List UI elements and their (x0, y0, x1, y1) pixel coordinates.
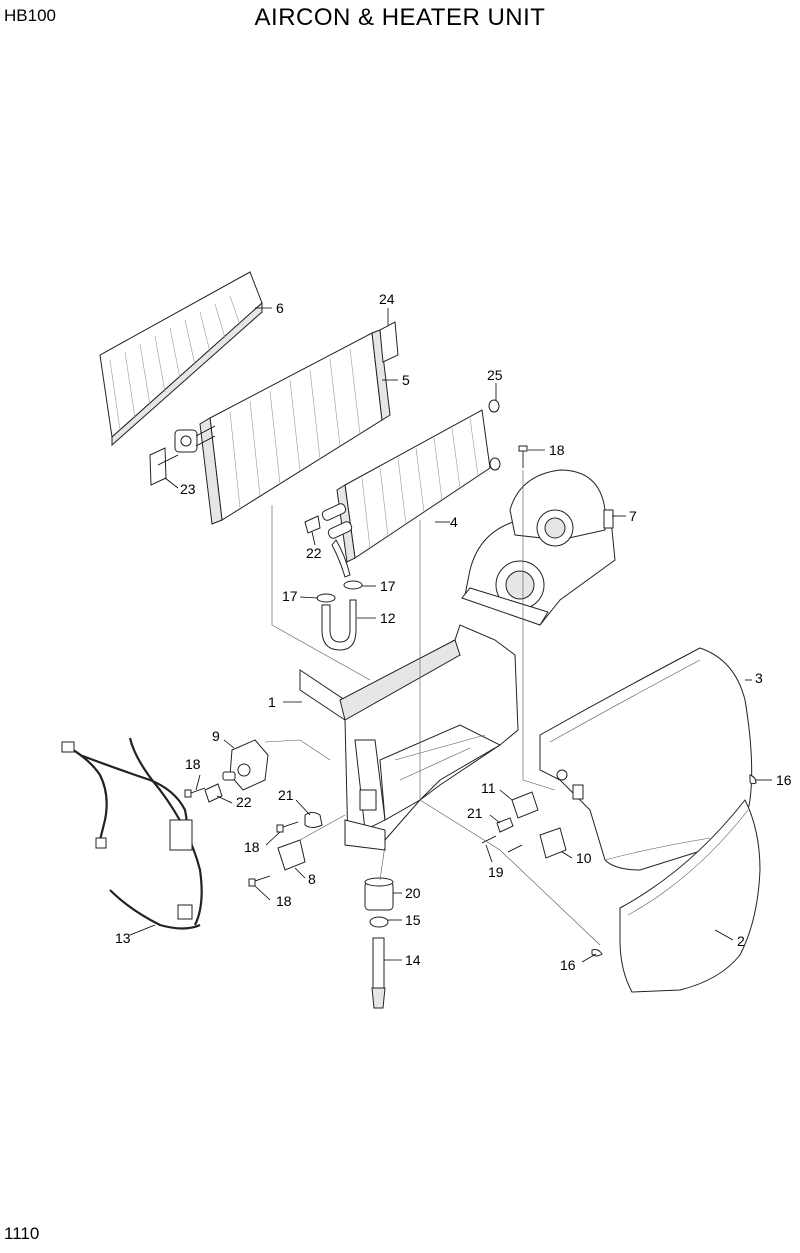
part-hose-clamp (343, 580, 363, 590)
part-water-valve (222, 739, 269, 791)
callout-8: 8 (308, 871, 316, 887)
callout-22: 22 (306, 545, 322, 561)
part-screw (481, 835, 523, 853)
part-drain-bushing (364, 877, 394, 911)
part-lower-cover (619, 799, 761, 993)
part-clip (749, 774, 757, 785)
part-switch (539, 827, 567, 859)
callout-18: 18 (185, 756, 201, 772)
callout-17: 17 (380, 578, 396, 594)
callout-23: 23 (180, 481, 196, 497)
part-screw (184, 787, 206, 798)
callout-17: 17 (282, 588, 298, 604)
part-wiring-harness (61, 737, 203, 930)
part-relay (511, 791, 539, 819)
callout-11: 11 (481, 780, 496, 796)
part-drain-tube (371, 937, 386, 1009)
callout-5: 5 (402, 372, 410, 388)
page-title: AIRCON & HEATER UNIT (254, 4, 546, 31)
callout-16: 16 (560, 957, 576, 973)
callout-14: 14 (405, 952, 421, 968)
callout-13: 13 (115, 930, 131, 946)
part-air-filter (99, 271, 263, 447)
part-o-ring (488, 399, 500, 413)
part-hose-clamp (316, 593, 336, 603)
model-code: HB100 (4, 6, 56, 25)
callout-3: 3 (755, 670, 763, 686)
callout-labels: 6 24 5 25 18 23 4 7 22 17 17 12 3 1 9 16… (115, 291, 792, 973)
callout-7: 7 (629, 508, 637, 524)
part-bracket (379, 321, 399, 363)
part-screw (248, 875, 271, 887)
part-upper-cover (539, 647, 753, 871)
part-mounting-plate (149, 447, 179, 486)
callout-22: 22 (236, 794, 252, 810)
evaporator-fins (229, 348, 361, 509)
part-nozzle (304, 515, 321, 534)
callout-4: 4 (450, 514, 458, 530)
callout-21: 21 (467, 805, 483, 821)
part-evaporator (174, 329, 391, 525)
callout-18: 18 (549, 442, 565, 458)
callout-20: 20 (405, 885, 421, 901)
callout-18: 18 (276, 893, 292, 909)
part-small-clip (496, 817, 514, 833)
filter-pleats (109, 295, 241, 431)
assembly-lines (264, 470, 601, 946)
part-grommet (304, 812, 323, 828)
part-drain-clamp (369, 916, 389, 928)
callout-12: 12 (380, 610, 396, 626)
callout-10: 10 (576, 850, 592, 866)
heater-core-fins (361, 417, 479, 549)
part-screw (276, 821, 299, 833)
callout-6: 6 (276, 300, 284, 316)
callout-18: 18 (244, 839, 260, 855)
callout-21: 21 (278, 787, 294, 803)
callout-15: 15 (405, 912, 421, 928)
part-main-housing (299, 624, 519, 851)
part-nozzle (204, 783, 223, 803)
callout-9: 9 (212, 728, 220, 744)
callout-1: 1 (268, 694, 276, 710)
callout-25: 25 (487, 367, 503, 383)
part-blower-assembly (461, 469, 616, 626)
callout-2: 2 (737, 933, 745, 949)
part-heater-core (321, 409, 491, 563)
page-number: 1110 (4, 1224, 40, 1243)
callout-16: 16 (776, 772, 792, 788)
leader-lines (129, 307, 772, 963)
callout-24: 24 (379, 291, 395, 307)
part-screw (518, 445, 528, 468)
part-o-ring (489, 457, 501, 471)
part-hose (321, 539, 357, 651)
part-resistor (277, 839, 306, 871)
callout-19: 19 (488, 864, 504, 880)
